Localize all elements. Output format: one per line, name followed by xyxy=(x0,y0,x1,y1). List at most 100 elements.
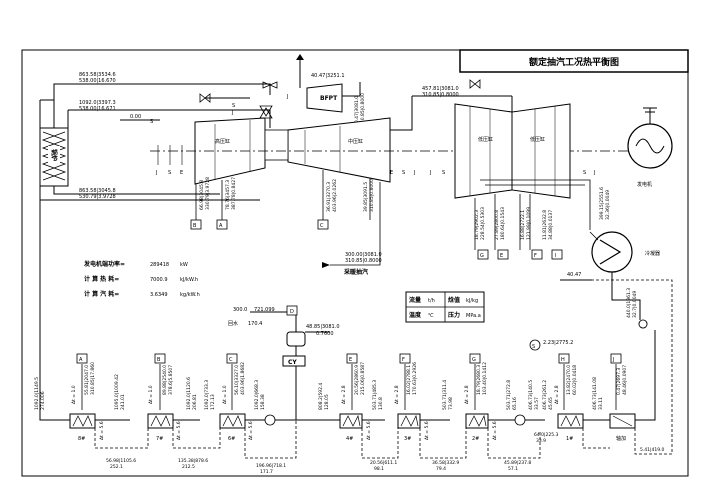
rw-flow: 721.099 xyxy=(254,307,275,313)
condenser-label: 冷凝器 xyxy=(645,250,660,257)
hp-end-j: J xyxy=(155,170,157,176)
title-box xyxy=(459,49,689,73)
gland-val: 5.41|419.0 xyxy=(640,447,665,453)
legend-enthalpy-unit: kJ/kg xyxy=(466,298,478,304)
heating-bot: 310.85|0.8000 xyxy=(345,258,382,264)
flag-f-heater: F xyxy=(399,353,411,364)
lp-v6: 121.99|0.1099 xyxy=(526,207,532,240)
heater-steam-lines xyxy=(81,364,617,410)
h2-d: 65.16 xyxy=(512,397,518,410)
lp-turbine xyxy=(390,79,571,199)
svg-text:1#: 1# xyxy=(566,436,573,442)
svg-text:C: C xyxy=(229,357,233,363)
drain-bot: 33.9 xyxy=(536,438,546,444)
svg-text:A: A xyxy=(79,357,83,363)
h6-a: 56.10|3327.0 xyxy=(234,365,240,395)
ip-v1: 36.91|3270.3 xyxy=(326,182,332,212)
gland-b: 48.46|0.0907 xyxy=(622,365,628,395)
h3-dt: Δt = 2.8 xyxy=(394,385,400,404)
h7-bottom: 135.38|878.6 xyxy=(178,458,208,464)
hp-end-markers xyxy=(157,145,183,165)
hp-j2-symbol: J xyxy=(286,94,288,100)
h6-b: 403.96|1.8682 xyxy=(240,362,246,395)
leak-s-symbol: S xyxy=(150,119,153,125)
hp-v3: 78.76|3457.3 xyxy=(225,180,231,210)
heater-1: 1# xyxy=(557,413,584,442)
hp-cylinder-label: 高压缸 xyxy=(215,138,230,145)
lp-in-bot: 310.85|0.8000 xyxy=(422,92,459,98)
svg-text:B: B xyxy=(193,223,197,229)
h3-bottom: 36.58|332.9 xyxy=(432,460,459,466)
lp-end-s: S xyxy=(442,170,445,176)
lp-v3: 27.89|2800.8 xyxy=(494,210,500,240)
lp-cylinder-2-label: 低压缸 xyxy=(530,136,545,143)
flag-j-heater: J xyxy=(610,353,622,364)
h4-dt: Δt = 2.8 xyxy=(341,385,347,404)
heat-rate-label: 计 算 热 耗= xyxy=(84,275,119,283)
h8-dt: Δt = 1.0 xyxy=(71,385,77,404)
boiler: 锅炉 xyxy=(39,127,69,187)
reheat-top-label: 1092.0|3397.3 xyxy=(79,100,116,106)
h2-bottom: 45.89|237.8 xyxy=(504,460,531,466)
svg-text:8#: 8# xyxy=(78,436,85,442)
h7-dt2: Δt = 5.6 xyxy=(176,421,182,440)
gen-v2: 32.36|0.0049 xyxy=(605,190,611,220)
h4-bottom: 20.56|611.1 xyxy=(370,460,397,466)
flag-a: A xyxy=(216,219,228,230)
heater-3: 3# xyxy=(397,413,421,442)
diagram-title: 额定抽汽工况热平衡图 xyxy=(529,56,619,68)
h8-f: 241.01 xyxy=(120,394,126,410)
legend-box: 流量 t/h 焓值 kJ/kg 温度 ℃ 压力 MPa.a xyxy=(405,291,485,323)
h6-bottom: 196.96|718.1 xyxy=(256,463,286,469)
svg-text:C: C xyxy=(320,223,324,229)
ip-cylinder-label: 中压缸 xyxy=(348,138,363,145)
heating-top: 300.00|3081.0 xyxy=(345,252,382,258)
lp-cylinder-1-label: 低压缸 xyxy=(478,136,493,143)
h4-a: 808.2|592.4 xyxy=(318,383,324,410)
h1-f: 45.65 xyxy=(548,397,554,410)
hp-valves xyxy=(199,81,278,119)
h7-bottom2: 212.5 xyxy=(182,464,195,470)
h6-dt: Δt = 1.0 xyxy=(222,385,228,404)
flag-e-top: E xyxy=(497,249,509,260)
hp-end-s: S xyxy=(168,170,171,176)
legend-temp-unit: ℃ xyxy=(428,313,434,319)
gland-heater: 轴加 xyxy=(609,413,636,442)
ip-v4: 310.85|0.8000 xyxy=(369,179,375,212)
h3-d: 73.98 xyxy=(448,397,454,410)
h4-dt2: Δt = 5.6 xyxy=(366,421,372,440)
svg-text:S: S xyxy=(532,344,535,350)
svg-text:E: E xyxy=(500,253,503,259)
power-unit: kW xyxy=(180,262,188,268)
svg-text:I: I xyxy=(555,253,556,259)
h3-a: 16.02|2788.1 xyxy=(406,365,412,395)
h1-a: 13.82|2470.0 xyxy=(566,365,572,395)
hp-s-symbol: S xyxy=(232,103,235,109)
svg-text:7#: 7# xyxy=(156,436,163,442)
leak-label: 0.00 xyxy=(130,114,141,120)
flag-e-heater: E xyxy=(346,353,358,364)
h3-bottom2: 79.4 xyxy=(436,466,446,472)
main-steam-top-label: 863.58|3534.6 xyxy=(79,72,116,78)
h4-c: 20.56|2860.9 xyxy=(354,365,360,395)
h7-d: 206.81 xyxy=(192,394,198,410)
h8-bottom: 56.98|1105.6 xyxy=(106,458,136,464)
lp-end-j: J xyxy=(429,170,431,176)
h2-dt: Δt = 2.8 xyxy=(464,385,470,404)
h2-c: 503.71|272.8 xyxy=(506,380,512,410)
heater-7: 7# xyxy=(147,413,174,442)
svg-text:G: G xyxy=(472,357,476,363)
legend-temp: 温度 xyxy=(409,311,422,319)
flag-g-heater: G xyxy=(469,353,481,364)
h4-f: 130.8 xyxy=(378,397,384,410)
gland-a: 0.47|2697.3 xyxy=(616,368,622,395)
svg-text:E: E xyxy=(349,357,352,363)
ip-end-j: J xyxy=(413,170,415,176)
drain-top: 64.0|225.3 xyxy=(534,432,559,438)
ip-v2: 403.96|2.0262 xyxy=(332,179,338,212)
flag-a-heater: A xyxy=(76,353,88,364)
h8-d: 310.85|17.860 xyxy=(90,362,96,395)
lp-v2: 228.54|0.5303 xyxy=(480,207,486,240)
hp-v4: 387.78|0.8427 xyxy=(231,177,237,210)
